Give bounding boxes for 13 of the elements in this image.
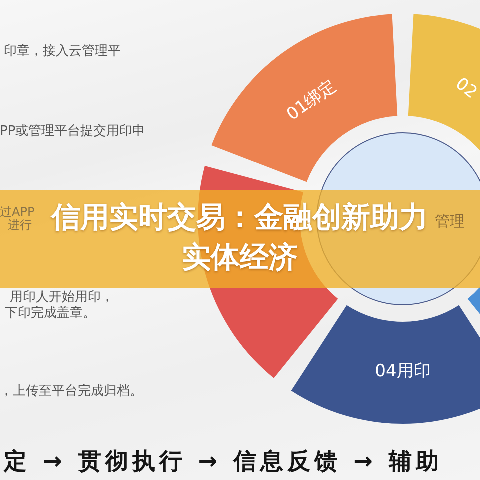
step-description: 过APP [0, 204, 35, 219]
step-description: 印章，接入云管理平 [4, 44, 121, 60]
segment-label: 01绑定 [284, 78, 340, 124]
segment-label: 02 [452, 76, 480, 102]
title: 信用实时交易：金融创新助力实体经济 [50, 199, 430, 276]
step-description: 用印人开始用印， [10, 290, 114, 306]
step-description: 下印完成盖章。 [5, 306, 96, 322]
center-label: 管理 [435, 214, 465, 230]
step-description: PP或管理平台提交用印申 [0, 124, 146, 140]
step-description: 进行 [8, 218, 32, 232]
segment-label: 04用印 [375, 364, 431, 380]
step-description: ，上传至平台完成归档。 [0, 384, 143, 400]
process-flow-text: 定 → 贯彻执行 → 信息反馈 → 辅助 [4, 449, 443, 477]
